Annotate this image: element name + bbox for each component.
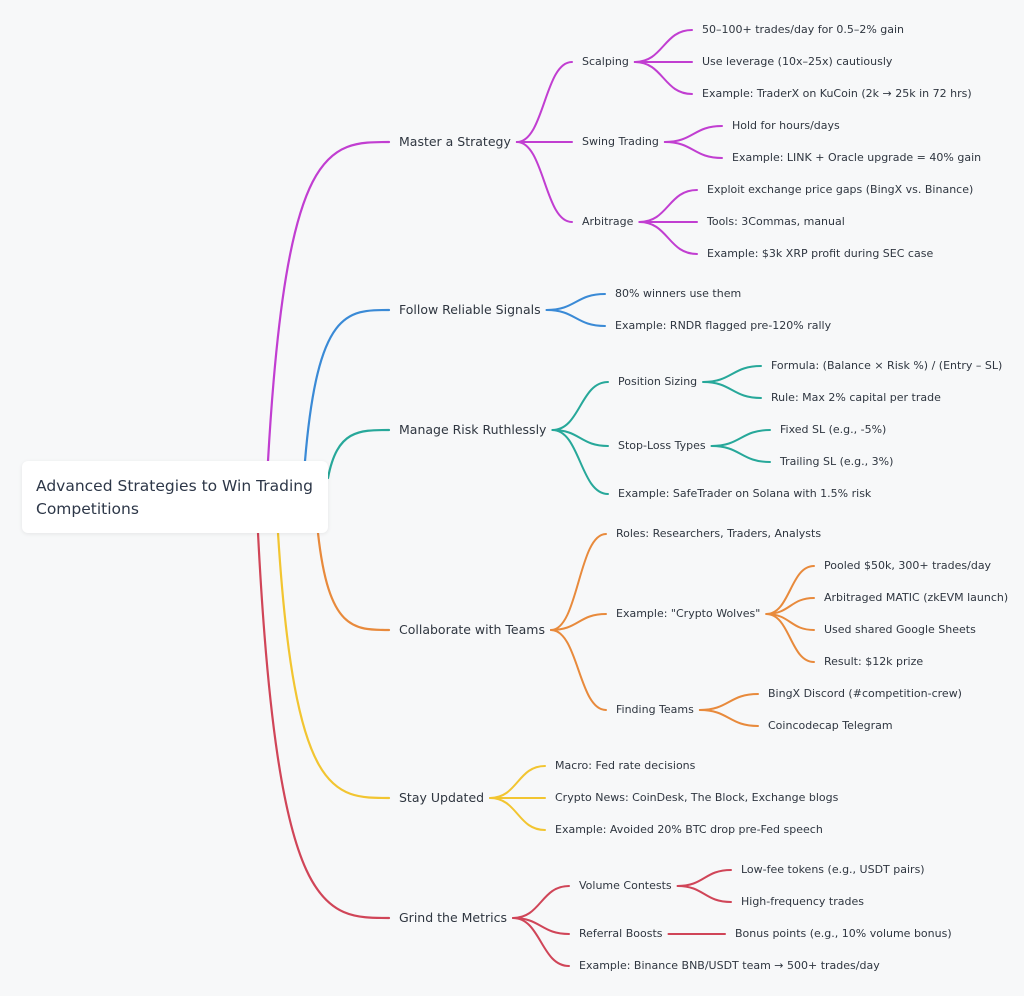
connector-rule-max-2-capital-per-trade: [702, 381, 762, 399]
leaf-hold-for-hours-days[interactable]: Hold for hours/days: [732, 119, 840, 132]
connector-example-safetrader-on-solana-with-1-5-ri: [551, 429, 609, 495]
leaf-50-100-trades-day-for-0-5-2-gain[interactable]: 50–100+ trades/day for 0.5–2% gain: [702, 23, 905, 36]
connector-volume-contests: [511, 885, 570, 919]
connector-result-12k-prize: [765, 613, 815, 663]
leaf-rule-max-2-capital-per-trade[interactable]: Rule: Max 2% capital per trade: [771, 391, 941, 404]
connector-scalping: [515, 61, 573, 143]
connector-example-traderx-on-kucoin-2k-25k-in-72-h: [633, 61, 693, 95]
connector-low-fee-tokens-e-g-usdt-pairs: [676, 869, 732, 887]
topic-example-rndr-flagged-pre-120-rally[interactable]: Example: RNDR flagged pre-120% rally: [615, 319, 832, 332]
connector-position-sizing: [551, 381, 609, 431]
leaf-arbitraged-matic-zkevm-launch[interactable]: Arbitraged MATIC (zkEVM launch): [824, 591, 1009, 604]
topic-crypto-news-coindesk-the-block-exchange-[interactable]: Crypto News: CoinDesk, The Block, Exchan…: [555, 791, 839, 804]
connector-hold-for-hours-days: [663, 125, 723, 143]
leaf-trailing-sl-e-g-3[interactable]: Trailing SL (e.g., 3%): [780, 455, 894, 468]
topic-scalping[interactable]: Scalping: [582, 55, 629, 68]
branch-master-a-strategy[interactable]: Master a Strategy: [399, 134, 511, 149]
topic-roles-researchers-traders-analysts[interactable]: Roles: Researchers, Traders, Analysts: [616, 527, 822, 540]
topic-example-avoided-20-btc-drop-pre-fed-spee[interactable]: Example: Avoided 20% BTC drop pre-Fed sp…: [555, 823, 823, 836]
connector-example-3k-xrp-profit-during-sec-case: [638, 221, 698, 255]
root-node[interactable]: Advanced Strategies to Win Trading Compe…: [22, 461, 328, 533]
connector-arbitrage: [515, 141, 573, 223]
connector-example-crypto-wolves: [549, 613, 607, 631]
branch-connector-master: [266, 140, 391, 463]
topic-volume-contests[interactable]: Volume Contests: [579, 879, 672, 892]
connector-80-winners-use-them: [545, 293, 606, 311]
connector-example-rndr-flagged-pre-120-rally: [545, 309, 606, 327]
connector-formula-balance-risk-entry-sl: [702, 365, 762, 383]
leaf-bingx-discord-competition-crew[interactable]: BingX Discord (#competition-crew): [768, 687, 962, 700]
connector-example-binance-bnb-usdt-team-500-trades: [511, 917, 570, 967]
leaf-low-fee-tokens-e-g-usdt-pairs[interactable]: Low-fee tokens (e.g., USDT pairs): [741, 863, 925, 876]
leaf-bonus-points-e-g-10-volume-bonus[interactable]: Bonus points (e.g., 10% volume bonus): [735, 927, 952, 940]
branch-manage-risk-ruthlessly[interactable]: Manage Risk Ruthlessly: [399, 422, 547, 437]
leaf-high-frequency-trades[interactable]: High-frequency trades: [741, 895, 864, 908]
connector-bingx-discord-competition-crew: [698, 693, 759, 711]
leaf-formula-balance-risk-entry-sl[interactable]: Formula: (Balance × Risk %) / (Entry – S…: [771, 359, 1003, 372]
connector-trailing-sl-e-g-3: [710, 445, 771, 463]
branch-connector-updated: [276, 531, 391, 800]
branch-follow-reliable-signals[interactable]: Follow Reliable Signals: [399, 302, 541, 317]
connector-high-frequency-trades: [676, 885, 732, 903]
branch-connector-risk: [326, 428, 391, 480]
leaf-fixed-sl-e-g-5[interactable]: Fixed SL (e.g., -5%): [780, 423, 887, 436]
topic-position-sizing[interactable]: Position Sizing: [618, 375, 698, 388]
connector-finding-teams: [549, 629, 607, 711]
topic-80-winners-use-them[interactable]: 80% winners use them: [615, 287, 742, 300]
topic-example-crypto-wolves[interactable]: Example: "Crypto Wolves": [616, 607, 761, 620]
connector-coincodecap-telegram: [698, 709, 759, 727]
connector-example-link-oracle-upgrade-40-gain: [663, 141, 723, 159]
leaf-example-link-oracle-upgrade-40-gain[interactable]: Example: LINK + Oracle upgrade = 40% gai…: [732, 151, 982, 164]
topic-macro-fed-rate-decisions[interactable]: Macro: Fed rate decisions: [555, 759, 696, 772]
root-node-label: Advanced Strategies to Win Trading Compe…: [36, 477, 313, 518]
branch-connector-metrics: [256, 531, 391, 920]
topic-referral-boosts[interactable]: Referral Boosts: [579, 927, 663, 940]
topic-example-safetrader-on-solana-with-1-5-ri[interactable]: Example: SafeTrader on Solana with 1.5% …: [618, 487, 872, 500]
connector-example-avoided-20-btc-drop-pre-fed-spee: [489, 797, 546, 831]
leaf-example-3k-xrp-profit-during-sec-case[interactable]: Example: $3k XRP profit during SEC case: [707, 247, 934, 260]
branch-connector-teams: [316, 531, 391, 632]
leaf-use-leverage-10x-25x-cautiously[interactable]: Use leverage (10x–25x) cautiously: [702, 55, 893, 68]
topic-stop-loss-types[interactable]: Stop-Loss Types: [618, 439, 706, 452]
connector-fixed-sl-e-g-5: [710, 429, 771, 447]
connector-50-100-trades-day-for-0-5-2-gain: [633, 29, 693, 63]
topic-finding-teams[interactable]: Finding Teams: [616, 703, 694, 716]
branch-stay-updated[interactable]: Stay Updated: [399, 790, 485, 805]
leaf-coincodecap-telegram[interactable]: Coincodecap Telegram: [768, 719, 893, 732]
leaf-exploit-exchange-price-gaps-bingx-vs-bin[interactable]: Exploit exchange price gaps (BingX vs. B…: [707, 183, 974, 196]
leaf-tools-3commas-manual[interactable]: Tools: 3Commas, manual: [707, 215, 845, 228]
topic-arbitrage[interactable]: Arbitrage: [582, 215, 634, 228]
branch-connector-signals: [303, 308, 391, 463]
leaf-result-12k-prize[interactable]: Result: $12k prize: [824, 655, 924, 668]
topic-swing-trading[interactable]: Swing Trading: [582, 135, 659, 148]
leaf-pooled-50k-300-trades-day[interactable]: Pooled $50k, 300+ trades/day: [824, 559, 992, 572]
connector-roles-researchers-traders-analysts: [549, 533, 607, 631]
topic-example-binance-bnb-usdt-team-500-trades[interactable]: Example: Binance BNB/USDT team → 500+ tr…: [579, 959, 880, 972]
leaf-used-shared-google-sheets[interactable]: Used shared Google Sheets: [824, 623, 976, 636]
leaf-example-traderx-on-kucoin-2k-25k-in-72-h[interactable]: Example: TraderX on KuCoin (2k → 25k in …: [702, 87, 972, 100]
connector-macro-fed-rate-decisions: [489, 765, 546, 799]
connector-exploit-exchange-price-gaps-bingx-vs-bin: [638, 189, 698, 223]
branch-collaborate-with-teams[interactable]: Collaborate with Teams: [399, 622, 545, 637]
branch-grind-the-metrics[interactable]: Grind the Metrics: [399, 910, 507, 925]
